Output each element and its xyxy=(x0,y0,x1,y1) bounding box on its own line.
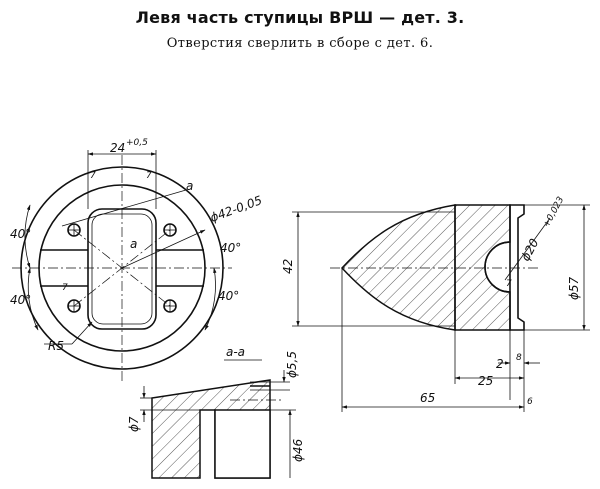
angle-lower-right: 40° xyxy=(218,289,239,303)
drawing-title: Левя часть ступицы ВРШ — дет. 3. xyxy=(135,8,465,27)
drawing-subtitle: Отверстия сверлить в сборе с дет. 6. xyxy=(166,36,434,51)
dim-5-5: ϕ5,5 xyxy=(285,351,299,378)
dim-7: ϕ7 xyxy=(127,416,141,432)
flange xyxy=(509,204,525,331)
bolt-hole xyxy=(163,299,177,313)
dim-bore: ϕ20 xyxy=(518,236,541,263)
bolt-hole xyxy=(67,299,81,313)
cavity-rect-inner xyxy=(91,213,153,325)
dim-25: 25 xyxy=(478,374,493,388)
cavity-rect xyxy=(87,208,157,330)
radius-label: R5 xyxy=(48,339,64,353)
bolt-hole xyxy=(163,223,177,237)
front-view: 24 +0,5 ϕ42-0,05 a a 40° 40° 40° 40° R5 … xyxy=(10,138,264,382)
label-a-center: a xyxy=(130,237,137,251)
dim-42: 42 xyxy=(281,259,295,274)
side-view: 42 ϕ20 +0,023 ϕ57 2 25 65 7 8 6 xyxy=(281,195,590,412)
dim-width: 24 xyxy=(110,141,125,155)
angle-lower-left: 40° xyxy=(10,293,31,307)
angle-right: 40° xyxy=(220,241,241,255)
angle-upper-left: 40° xyxy=(10,227,31,241)
dim-bore-tol: +0,023 xyxy=(542,195,567,229)
cone-section xyxy=(340,204,456,331)
dim-57: ϕ57 xyxy=(567,276,581,300)
dim-65: 65 xyxy=(420,391,435,405)
side-roughness-1: 7 xyxy=(506,279,512,289)
dim-46: ϕ46 xyxy=(291,438,305,462)
label-a-section: a xyxy=(186,179,193,193)
bolt-hole xyxy=(67,223,81,237)
roughness-2: 7 xyxy=(146,171,152,181)
side-roughness-2: 8 xyxy=(516,353,522,363)
side-roughness-3: 6 xyxy=(527,397,533,407)
dim-width-tol: +0,5 xyxy=(126,138,148,148)
dim-2: 2 xyxy=(496,357,504,371)
roughness-1: 7 xyxy=(90,171,96,181)
label-hole-dia: ϕ42-0,05 xyxy=(208,193,264,225)
roughness-3: 7 xyxy=(62,283,68,293)
section-a-a: a-a ϕ5,5 ϕ7 ϕ46 xyxy=(127,345,305,479)
section-label: a-a xyxy=(226,345,245,359)
hub-section xyxy=(454,204,511,331)
